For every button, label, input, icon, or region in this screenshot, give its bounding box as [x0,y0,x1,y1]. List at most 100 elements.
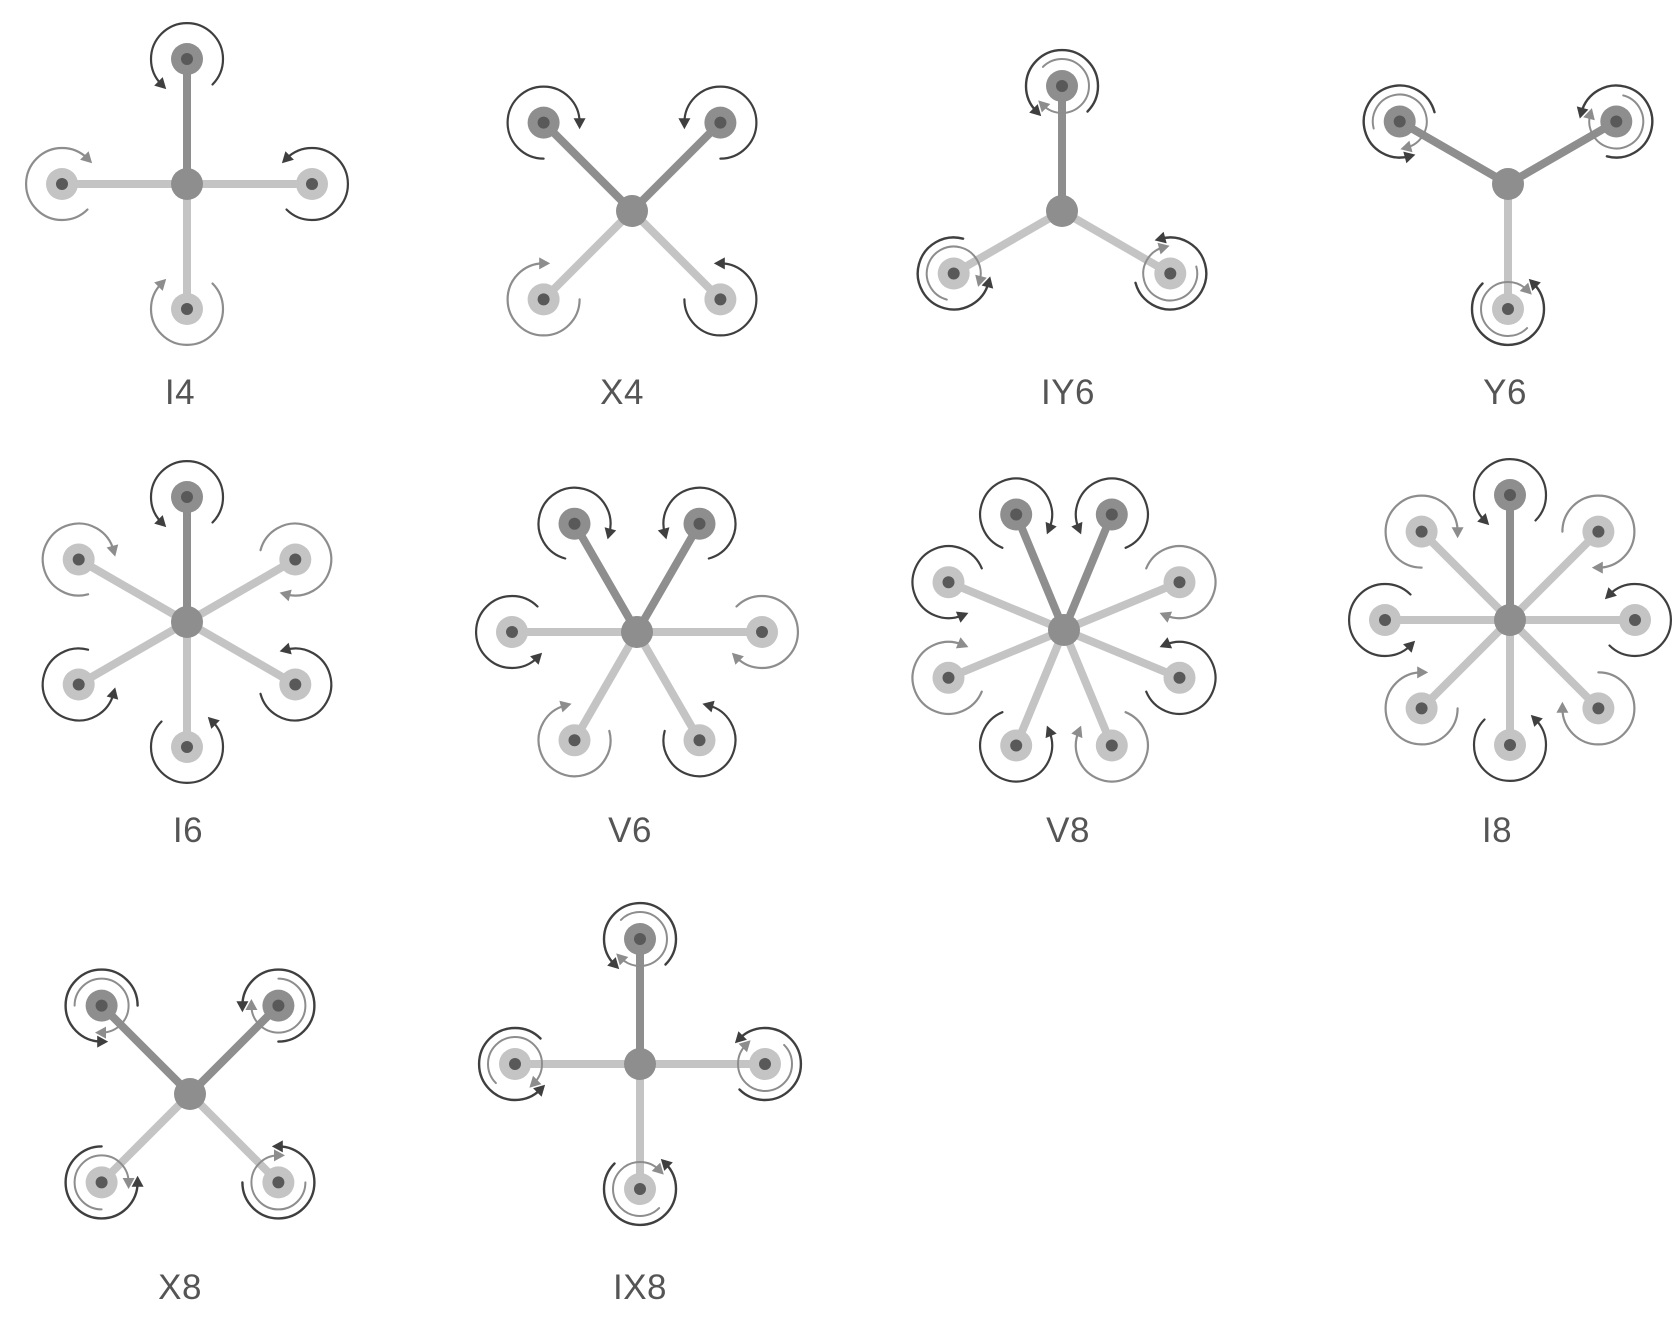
rotation-arrow [506,85,581,160]
rotation-arrow-outer-arrowhead [97,1035,109,1048]
rotation-arrow [1145,545,1217,620]
rotation-arrow-arrowhead [1045,521,1057,535]
arm-light [183,555,300,626]
motor-center-dot [634,1183,646,1195]
motor-center-dot [1379,614,1391,626]
rotation-arrow [1472,718,1548,783]
motor-center-dot [95,1176,108,1189]
motor-center-dot [568,517,581,530]
rotation-arrow-arrowhead [106,687,119,700]
config-label: V8 [1046,811,1090,850]
motor-center-dot [714,293,727,306]
rotation-arrow [259,647,333,722]
motor-center-dot [942,576,955,589]
rotation-arrow-arrowhead [1071,521,1083,535]
config-label: Y6 [1483,373,1527,412]
rotation-arrow-inner [73,1154,130,1211]
motor-center-dot [1056,80,1068,92]
rotation-arrow-arrowhead [80,151,93,164]
rotation-arrow-arrowhead [1045,725,1057,739]
frame-hub [174,1078,206,1110]
rotation-arrow [506,262,581,337]
motors-group [1347,457,1673,783]
arm-light [1060,626,1116,750]
rotation-arrow-inner-arrowhead [1519,282,1532,295]
motor-center-dot [181,53,193,65]
motor-center-dot [272,999,285,1012]
arm-dark [539,118,636,215]
rotation-arrow [1472,457,1548,522]
rotation-arrow [24,146,89,222]
motor-center-dot [1504,489,1516,501]
motors-group [474,486,800,778]
rotation-arrow-inner [1041,58,1090,114]
rotation-arrow [1561,494,1636,569]
rotation-arrow-arrowhead [955,611,969,623]
arms-group [944,510,1184,750]
arm-light [97,1090,194,1187]
rotation-arrow-outer [1134,236,1208,311]
rotation-arrow-outer [477,1026,542,1102]
rotation-arrow-arrowhead [573,118,586,130]
rotation-arrow-outer-arrowhead [236,1001,249,1013]
rotation-arrow-inner [250,977,307,1034]
config-label: IY6 [1040,373,1096,412]
motor-center-dot [289,553,302,566]
motor-center-dot [1504,739,1516,751]
motor-center-dot [1010,739,1023,752]
rotation-arrow-outer [1470,282,1546,347]
rotation-arrow-outer-arrowhead [1528,278,1541,291]
rotation-arrow [1145,640,1217,715]
rotation-arrow [662,486,737,560]
rotation-arrow-arrowhead [207,716,220,729]
frame-hub [1046,195,1078,227]
rotation-arrow-outer-arrowhead [1576,106,1589,119]
motor-center-dot [289,678,302,691]
rotation-arrow-outer-arrowhead [1403,151,1416,164]
frame-hub [616,195,648,227]
arm-dark [633,519,704,636]
rotation-arrow-arrowhead [1556,701,1569,713]
motor-center-dot [181,491,193,503]
rotation-arrow-arrowhead [1451,527,1464,539]
rotation-arrow-arrowhead [731,652,744,665]
rotation-arrow [1074,711,1149,783]
motor-center-dot [1415,702,1428,715]
rotation-arrow-outer-arrowhead [1154,231,1167,244]
config-label: X8 [158,1268,202,1307]
rotation-arrow-inner-arrowhead [95,1026,106,1039]
rotation-arrow-inner-arrowhead [122,1178,135,1189]
arm-light [1060,578,1184,634]
rotation-arrow [149,459,225,524]
motors-group [64,968,316,1220]
rotation-arrow-arrowhead [1159,611,1173,623]
arm-light [628,207,725,304]
frame-hub [624,1048,656,1080]
motor-center-dot [942,671,955,684]
rotation-arrow [683,85,758,160]
rotation-arrow-outer-arrowhead [607,957,620,970]
rotation-arrow [1074,477,1149,549]
frame-hub [1494,604,1526,636]
rotation-arrow-arrowhead [713,257,725,270]
rotation-arrow-outer [241,1145,316,1220]
config-label: V6 [608,811,652,850]
arm-dark [628,118,725,215]
rotation-arrow [911,640,983,715]
rotation-arrow-inner-arrowhead [245,999,258,1010]
rotation-arrow-arrowhead [1159,637,1173,649]
rotation-arrow-arrowhead [702,700,715,713]
rotation-arrow [1608,582,1673,658]
frame-hub [1492,168,1524,200]
motor-center-dot [1415,525,1428,538]
arm-dark [1012,510,1068,634]
rotation-arrow-outer-arrowhead [981,276,994,289]
motor-center-dot [72,678,85,691]
rotation-arrow [149,21,225,86]
